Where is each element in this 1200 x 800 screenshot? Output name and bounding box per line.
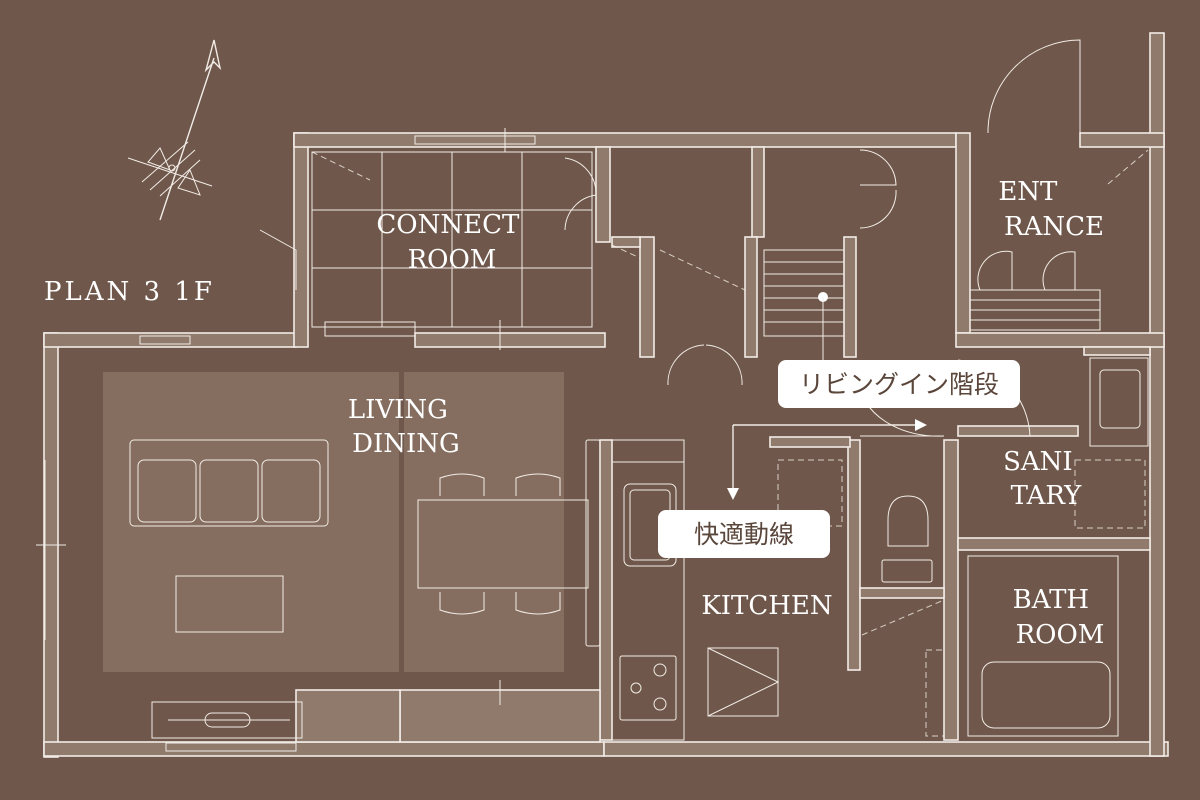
stairs-icon <box>763 249 845 365</box>
circulation-arrows <box>727 419 927 500</box>
svg-text:リビングイン階段: リビングイン階段 <box>799 370 999 399</box>
plan-title: PLAN 3 1F <box>44 277 215 307</box>
stove-icon <box>619 655 677 721</box>
svg-text:快適動線: 快適動線 <box>694 520 794 549</box>
dining-table-icon <box>417 473 589 615</box>
compass-icon <box>127 39 222 221</box>
room-label-kitchen: KITCHEN <box>701 591 832 621</box>
shoe-storage <box>969 289 1101 331</box>
bathtub-icon <box>967 555 1119 737</box>
room-label-sanitary: SANI TARY <box>1003 447 1082 511</box>
room-label-connect-room: CONNECT ROOM <box>376 210 527 275</box>
washstand <box>1074 357 1149 529</box>
tatami-grid <box>311 151 593 328</box>
room-label-bath-room: BATH ROOM <box>1013 585 1105 650</box>
room-label-living-dining: LIVING DINING <box>348 395 460 459</box>
room-label-entrance: ENT RANCE <box>998 177 1104 242</box>
callout-living-in-stairs: リビングイン階段 <box>778 360 1020 408</box>
callout-smooth-circulation: 快適動線 <box>658 510 830 558</box>
dining-zone <box>404 372 564 672</box>
coffee-table <box>175 575 284 633</box>
fridge <box>707 647 780 717</box>
closets <box>611 149 1149 737</box>
kitchen-counter <box>585 439 685 741</box>
sofa-icon <box>129 439 329 527</box>
tv-board <box>151 701 303 739</box>
windows <box>36 128 536 752</box>
